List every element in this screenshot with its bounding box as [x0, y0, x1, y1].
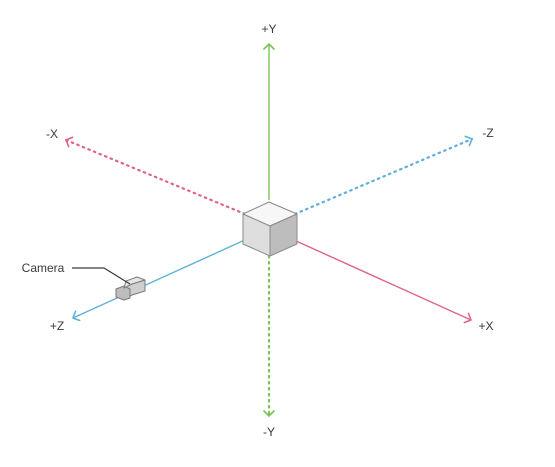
- pos-x-axis-line: [284, 235, 472, 324]
- pos-y-axis-label: +Y: [261, 22, 276, 36]
- camera-label: Camera: [22, 261, 65, 275]
- pos-z-axis-label: +Z: [50, 319, 64, 333]
- cube-icon: [242, 201, 298, 257]
- pos-z-axis-line: [72, 233, 259, 322]
- pos-x-axis-label: +X: [478, 319, 493, 333]
- neg-y-axis-label: -Y: [263, 425, 275, 439]
- neg-z-axis-label: -Z: [482, 126, 493, 140]
- neg-x-axis-line: [64, 136, 247, 216]
- neg-x-axis-label: -X: [46, 127, 58, 141]
- neg-z-axis-line: [293, 135, 474, 216]
- camera-leader-line: [72, 267, 131, 285]
- camera-icon: [115, 276, 146, 301]
